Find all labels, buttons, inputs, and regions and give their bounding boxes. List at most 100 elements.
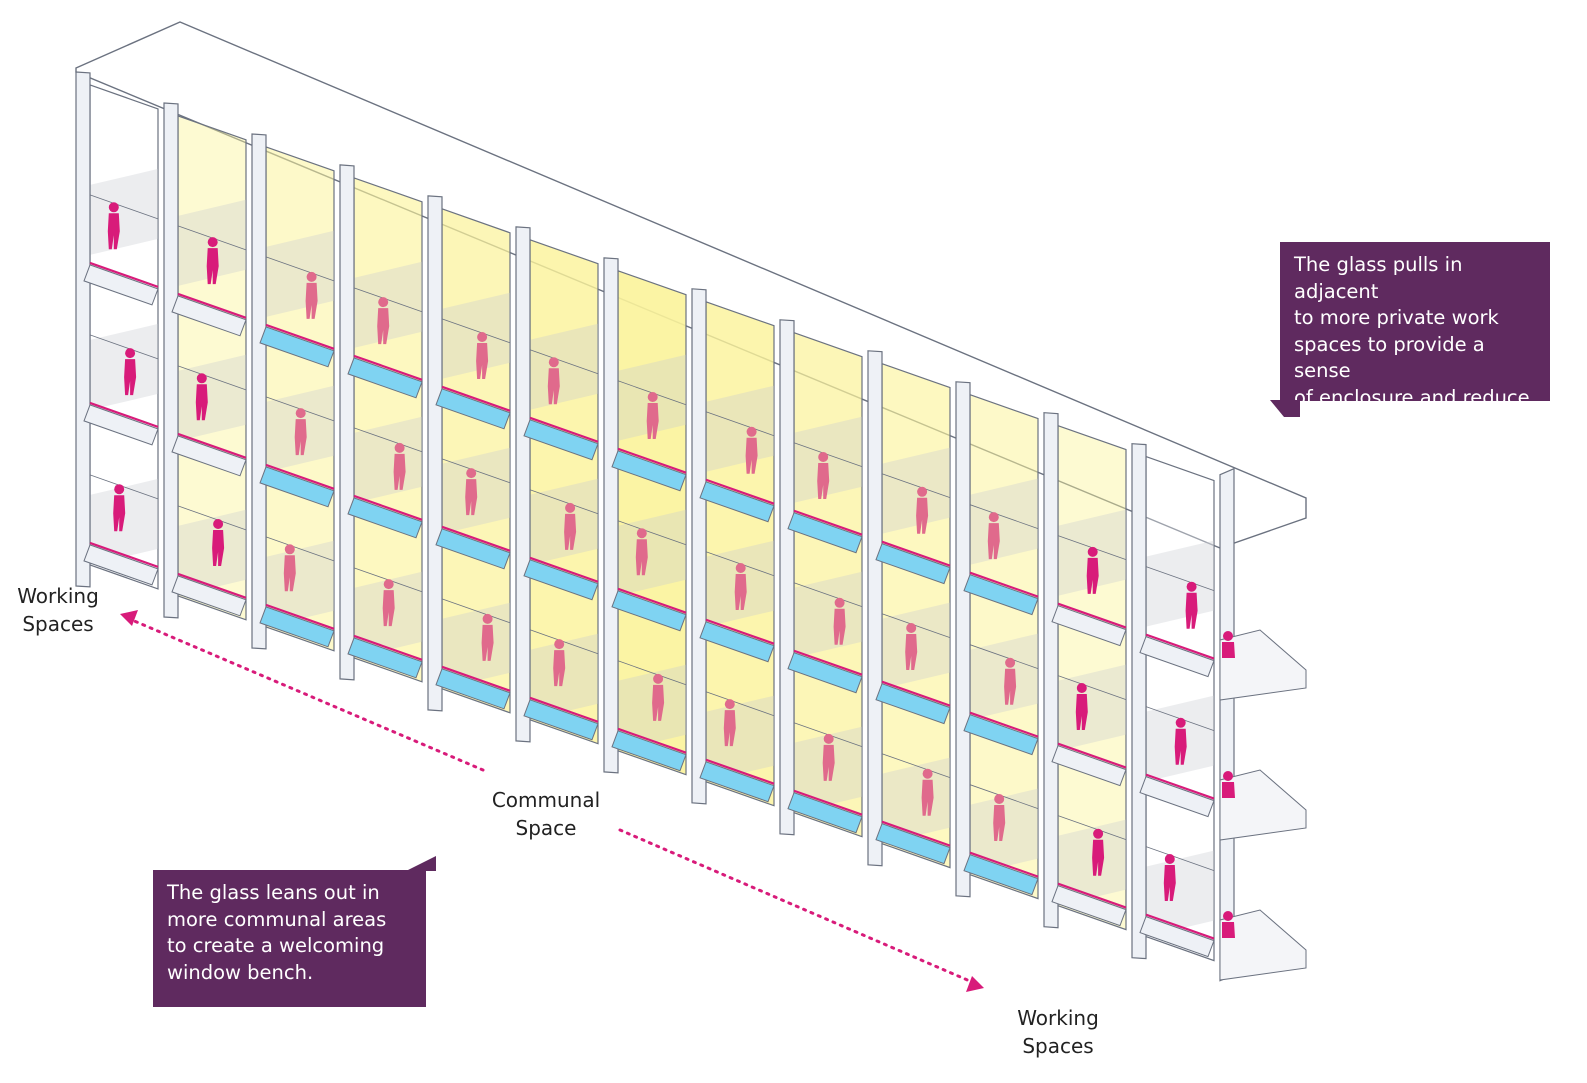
floor-shadow [970, 478, 1038, 565]
bench-edge [705, 478, 775, 505]
window-bench [875, 823, 951, 865]
person-silhouette-icon [206, 237, 219, 285]
window-bench [1139, 635, 1215, 678]
window-bench [1139, 775, 1215, 818]
mullion [779, 319, 795, 836]
bench-edge [177, 432, 247, 459]
bench-edge [529, 696, 599, 723]
person-head [1223, 631, 1233, 641]
mullion [427, 195, 443, 712]
window-bench [611, 450, 687, 492]
bench-edge [617, 447, 687, 474]
person-body [377, 308, 390, 345]
person-body [113, 495, 126, 532]
mullion [691, 288, 707, 805]
person-silhouette-icon [1092, 828, 1105, 876]
person-head [1076, 683, 1087, 693]
window-bench [1051, 885, 1127, 927]
transom [177, 365, 247, 391]
person-silhouette-icon [905, 623, 918, 670]
person-silhouette-icon [745, 426, 758, 474]
transom [353, 287, 423, 313]
bench-edge [705, 618, 775, 645]
person-head [466, 468, 477, 479]
transom [793, 582, 863, 608]
transom [1145, 566, 1215, 591]
communal-space-label: Communal Space [491, 788, 601, 840]
mullion [515, 226, 531, 743]
window-bench [347, 497, 423, 539]
person-head [818, 452, 829, 462]
transom [969, 784, 1039, 810]
bench-edge [881, 540, 951, 567]
window-bench [787, 512, 863, 554]
person-silhouette-icon [916, 486, 929, 534]
transom [89, 334, 159, 360]
floor-shadow [1058, 664, 1126, 751]
person-silhouette-icon [212, 519, 225, 566]
person-body [393, 453, 406, 490]
working-spaces-right-label: Working Spaces [1017, 1006, 1099, 1058]
person-head [823, 733, 834, 744]
bench-edge [793, 649, 863, 676]
person-silhouette-icon [564, 502, 577, 550]
person-head [125, 348, 136, 359]
person-head [108, 202, 119, 213]
person-head [1223, 911, 1233, 921]
floor-shadow [530, 323, 598, 410]
person-body [905, 634, 918, 670]
floor-shadow [970, 788, 1038, 875]
window-bench [435, 668, 511, 710]
person-head [114, 484, 125, 495]
person-body [553, 650, 566, 687]
person-silhouette-icon [921, 768, 934, 816]
person-silhouette-icon [723, 699, 736, 747]
transom [1145, 846, 1215, 871]
window-bench [875, 543, 951, 585]
window-bench [83, 544, 159, 586]
person-head [477, 332, 488, 342]
person-body [987, 523, 1000, 560]
window-bench [259, 606, 335, 648]
transom [441, 458, 511, 484]
bench-edge [1057, 602, 1127, 629]
floor-shadow [442, 602, 510, 689]
person-head [994, 794, 1005, 804]
bench-edge [265, 323, 335, 350]
bench-edge [793, 789, 863, 816]
person-head [922, 768, 933, 779]
callout-top-right: The glass pulls in adjacent to more priv… [1280, 242, 1550, 435]
person-body [833, 608, 846, 645]
person-body [916, 497, 929, 534]
bench-edge [441, 665, 511, 692]
window-bench [83, 264, 159, 306]
person-silhouette-icon [547, 357, 560, 405]
transom [617, 660, 687, 686]
window-bench [787, 792, 863, 834]
bench-edge [265, 603, 335, 630]
person-body [476, 343, 489, 379]
side-ledge [1219, 629, 1307, 701]
mullion [1131, 443, 1147, 960]
person-head [1093, 828, 1104, 839]
person-silhouette-icon [465, 468, 478, 516]
window-bench [963, 714, 1039, 756]
bench-edge [1057, 742, 1127, 769]
floor-shadow [266, 540, 334, 627]
person-body [481, 624, 494, 661]
mullion [75, 71, 91, 588]
transom [441, 598, 511, 624]
person-silhouette-icon [652, 673, 665, 721]
person-body [646, 403, 659, 439]
person-body [921, 779, 934, 816]
floor-shadow [1058, 819, 1126, 906]
bench-edge [177, 572, 247, 599]
person-body [734, 574, 747, 610]
person-head [1175, 717, 1186, 728]
person-body [723, 710, 736, 747]
window-bench [1051, 605, 1127, 647]
person-head [1164, 854, 1175, 864]
bench-edge [881, 680, 951, 707]
bench-edge [969, 851, 1039, 878]
person-head [482, 613, 493, 624]
